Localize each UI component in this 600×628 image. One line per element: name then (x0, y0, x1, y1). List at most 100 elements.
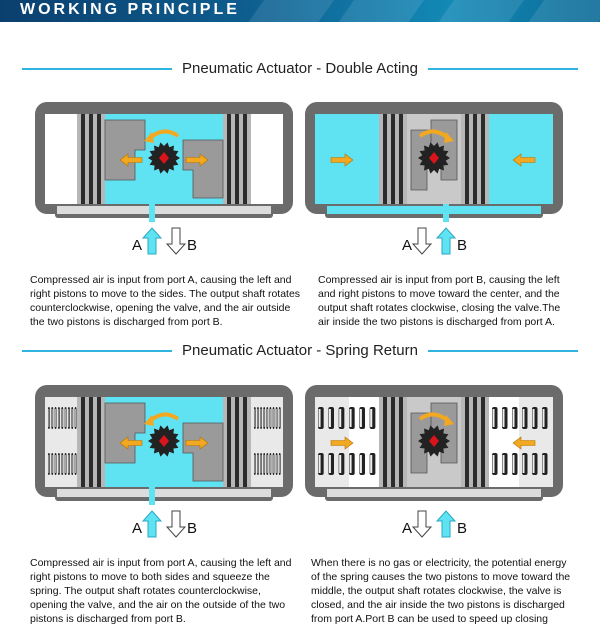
spring-highlight (260, 409, 262, 427)
spring-highlight (65, 409, 66, 427)
spring-highlight (318, 455, 321, 473)
caption-spring-return-port-b: When there is no gas or electricity, the… (311, 556, 596, 626)
section-divider-left (22, 68, 172, 70)
caption-line: Compressed air is input from port A, cau… (30, 274, 292, 286)
piston-seal (473, 397, 477, 487)
caption-line: air inside the two pistons is discharged… (318, 316, 555, 328)
piston-seal (97, 114, 101, 204)
spring-highlight (58, 455, 60, 473)
spring-highlight (532, 409, 535, 427)
piston-seal (465, 397, 469, 487)
rotation-arrowhead (444, 132, 454, 143)
spring-highlight (542, 409, 545, 427)
caption-line: of the spring causes the two pistons to … (311, 571, 571, 583)
piston-direction-arrow (185, 153, 209, 167)
spring-highlight (542, 455, 545, 473)
spring-highlight (51, 409, 53, 427)
caption-line: Compressed air is input from port B, cau… (318, 274, 560, 286)
spring-highlight (71, 455, 73, 473)
shaft-indicator-icon (429, 435, 439, 447)
end-cap-left (45, 114, 79, 204)
section-divider-right (428, 68, 578, 70)
piston-seal (81, 114, 85, 204)
spring-highlight (254, 409, 256, 427)
spring-highlight (257, 409, 259, 427)
caption-line: the two pistons is discharged from port … (30, 316, 223, 328)
section-divider-right (428, 350, 578, 352)
spring-highlight (266, 409, 268, 427)
caption-line: pistons is discharged from port B. (30, 613, 186, 625)
spring-highlight (328, 409, 331, 427)
piston-seal (227, 397, 231, 487)
spring-highlight (61, 409, 63, 427)
spring-highlight (273, 409, 274, 427)
air-exhaust-arrow (411, 227, 433, 255)
piston-direction-arrow (512, 436, 536, 450)
caption-line: opening the valve, and the air on the ou… (30, 599, 286, 611)
spring-highlight (349, 455, 352, 473)
caption-line: from port A.Port B can be used to speed … (311, 613, 548, 625)
spring-highlight (270, 455, 271, 473)
spring-highlight (339, 455, 342, 473)
caption-line: counterclockwise, opening the valve, and… (30, 302, 291, 314)
spring-highlight (71, 409, 73, 427)
spring-highlight (75, 409, 76, 427)
spring-highlight (260, 455, 262, 473)
end-cap-right (249, 114, 283, 204)
piston-direction-arrow (119, 436, 143, 450)
piston-seal (81, 397, 85, 487)
air-exhaust-arrow (165, 227, 187, 255)
rotation-arrowhead (144, 415, 154, 426)
caption-line: output shaft rotates clockwise, closing … (318, 302, 561, 314)
air-passage-b (327, 206, 541, 214)
piston-seal (89, 397, 93, 487)
port-a-label: A (402, 237, 412, 254)
spring-highlight (75, 455, 76, 473)
piston-direction-arrow (119, 153, 143, 167)
piston-seal (243, 397, 247, 487)
spring-highlight (328, 455, 331, 473)
banner-title: WORKING PRINCIPLE (20, 1, 240, 18)
piston-seal (243, 114, 247, 204)
piston-seal (391, 397, 395, 487)
spring-highlight (273, 455, 274, 473)
spring-highlight (48, 455, 50, 473)
spring-highlight (48, 409, 50, 427)
spring-highlight (279, 409, 281, 427)
port-b-label: B (187, 237, 197, 254)
spring-highlight (263, 455, 265, 473)
spring-highlight (522, 455, 525, 473)
piston-seal (227, 114, 231, 204)
port-a-label: A (402, 520, 412, 537)
piston-seal (97, 397, 101, 487)
rack-left (104, 119, 146, 181)
port-b-label: B (457, 237, 467, 254)
spring-highlight (276, 455, 277, 473)
piston-seal (89, 114, 93, 204)
caption-line: right pistons to move to both sides and … (30, 571, 270, 583)
caption-line: right pistons to move to the sides. The … (30, 288, 301, 300)
header-banner: WORKING PRINCIPLE (0, 0, 600, 22)
caption-line: closed, and the air inside the two pisto… (311, 599, 565, 611)
port-a-label: A (132, 520, 142, 537)
air-inlet-arrow (435, 510, 457, 538)
spring-highlight (58, 409, 60, 427)
air-exhaust-arrow (165, 510, 187, 538)
spring-highlight (318, 409, 321, 427)
piston-direction-arrow (330, 436, 354, 450)
air-exhaust-arrow (411, 510, 433, 538)
piston-seal (391, 114, 395, 204)
caption-line: spring. The output shaft rotates counter… (30, 585, 261, 597)
spring-highlight (349, 409, 352, 427)
spring-highlight (266, 455, 268, 473)
rotation-arrowhead (144, 132, 154, 143)
caption-spring-return-port-a: Compressed air is input from port A, cau… (30, 556, 310, 626)
spring-highlight (55, 455, 56, 473)
air-passage (327, 489, 541, 497)
section-divider-left (22, 350, 172, 352)
